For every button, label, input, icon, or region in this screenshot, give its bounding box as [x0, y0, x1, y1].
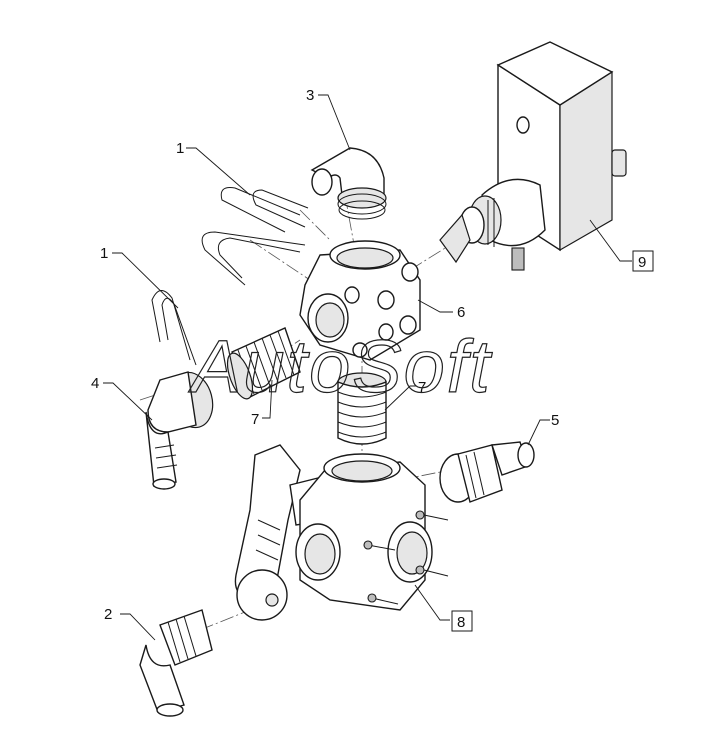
- coupling-left: [226, 327, 301, 400]
- elbow-fitting-top: [310, 147, 387, 220]
- callout-7-left: 7: [251, 411, 259, 428]
- callout-2: 2: [104, 606, 112, 623]
- callout-7-right: 7: [418, 379, 426, 396]
- callout-1-lower: 1: [100, 245, 108, 262]
- upper-valve-body: [299, 240, 421, 361]
- callout-8: 8: [457, 614, 465, 631]
- callout-9: 9: [638, 254, 646, 271]
- elbow-fitting-left: [145, 371, 214, 490]
- elbow-fitting-right: [439, 441, 535, 503]
- callout-5: 5: [551, 412, 559, 429]
- callout-1-upper: 1: [176, 140, 184, 157]
- callout-4: 4: [91, 375, 99, 392]
- callout-8-box: [451, 610, 473, 632]
- callout-3: 3: [306, 87, 314, 104]
- callout-6: 6: [457, 304, 465, 321]
- coupling-center: [337, 372, 387, 445]
- lower-valve-body: [234, 444, 449, 621]
- elbow-fitting-bottom: [139, 609, 213, 717]
- leader-lines: [103, 94, 632, 641]
- watermark-text: AutoSoft: [188, 325, 493, 408]
- callout-9-box: [632, 250, 654, 272]
- solenoid-actuator: [439, 41, 627, 271]
